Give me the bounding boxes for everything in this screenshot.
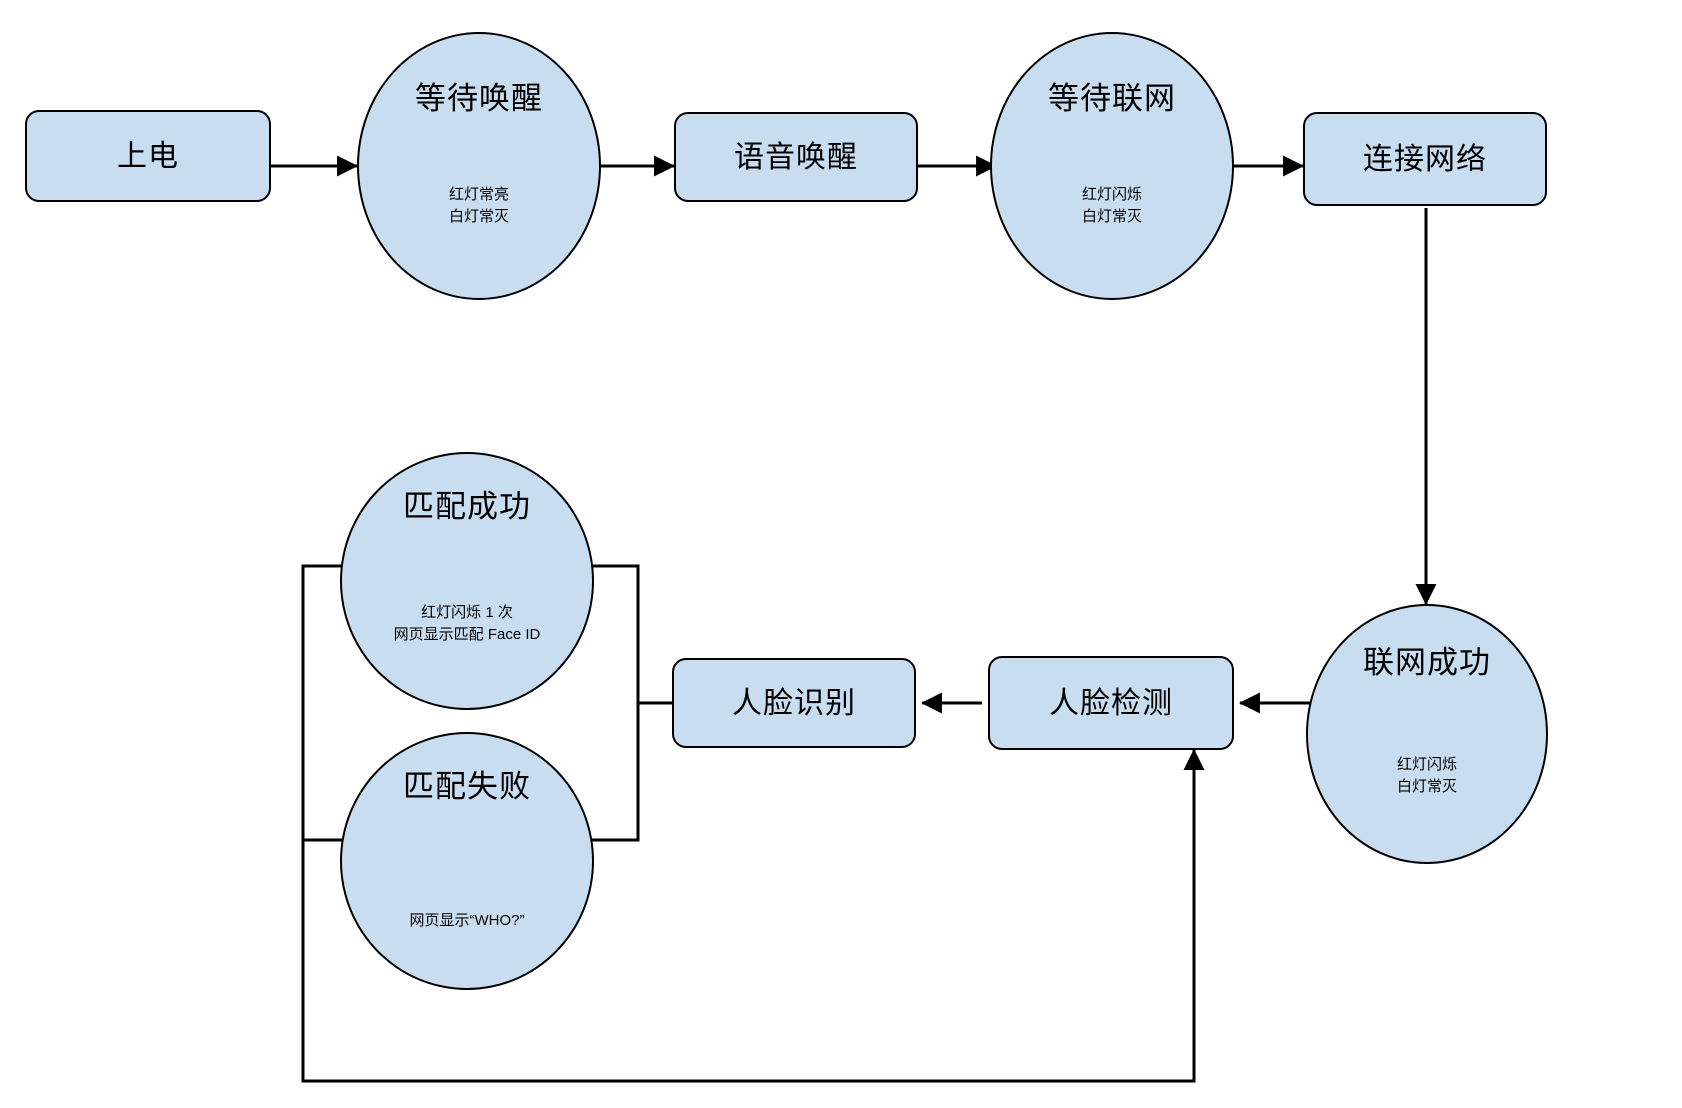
node-wait-wake-title: 等待唤醒 — [415, 81, 543, 116]
node-network-success-sub: 红灯闪烁 白灯常灭 — [1396, 756, 1457, 795]
node-voice-wake[interactable]: 语音唤醒 — [674, 112, 918, 202]
node-wait-network-title: 等待联网 — [1048, 81, 1176, 116]
node-power-on[interactable]: 上电 — [25, 110, 271, 202]
node-face-recognize-title: 人脸识别 — [732, 686, 856, 720]
node-match-fail-title: 匹配失败 — [403, 769, 531, 804]
node-wait-wake[interactable]: 等待唤醒 红灯常亮 白灯常灭 — [357, 32, 601, 300]
node-voice-wake-title: 语音唤醒 — [734, 140, 858, 174]
node-network-success-title: 联网成功 — [1363, 645, 1491, 680]
node-match-success-sub: 红灯闪烁 1 次 网页显示匹配 Face ID — [393, 604, 541, 643]
node-network-success[interactable]: 联网成功 红灯闪烁 白灯常灭 — [1306, 604, 1548, 864]
node-wait-wake-sub: 红灯常亮 白灯常灭 — [448, 186, 509, 225]
node-face-recognize[interactable]: 人脸识别 — [672, 658, 916, 748]
node-face-detect[interactable]: 人脸检测 — [988, 656, 1234, 750]
node-wait-network[interactable]: 等待联网 红灯闪烁 白灯常灭 — [990, 32, 1234, 300]
node-match-fail-sub: 网页显示“WHO?” — [409, 912, 525, 929]
node-match-success[interactable]: 匹配成功 红灯闪烁 1 次 网页显示匹配 Face ID — [340, 452, 594, 710]
node-wait-network-sub: 红灯闪烁 白灯常灭 — [1081, 186, 1142, 225]
node-match-fail[interactable]: 匹配失败 网页显示“WHO?” — [340, 732, 594, 990]
node-connect-network[interactable]: 连接网络 — [1303, 112, 1547, 206]
node-match-success-title: 匹配成功 — [403, 489, 531, 524]
node-connect-network-title: 连接网络 — [1363, 142, 1487, 176]
node-face-detect-title: 人脸检测 — [1049, 686, 1173, 720]
node-power-on-title: 上电 — [117, 139, 179, 173]
